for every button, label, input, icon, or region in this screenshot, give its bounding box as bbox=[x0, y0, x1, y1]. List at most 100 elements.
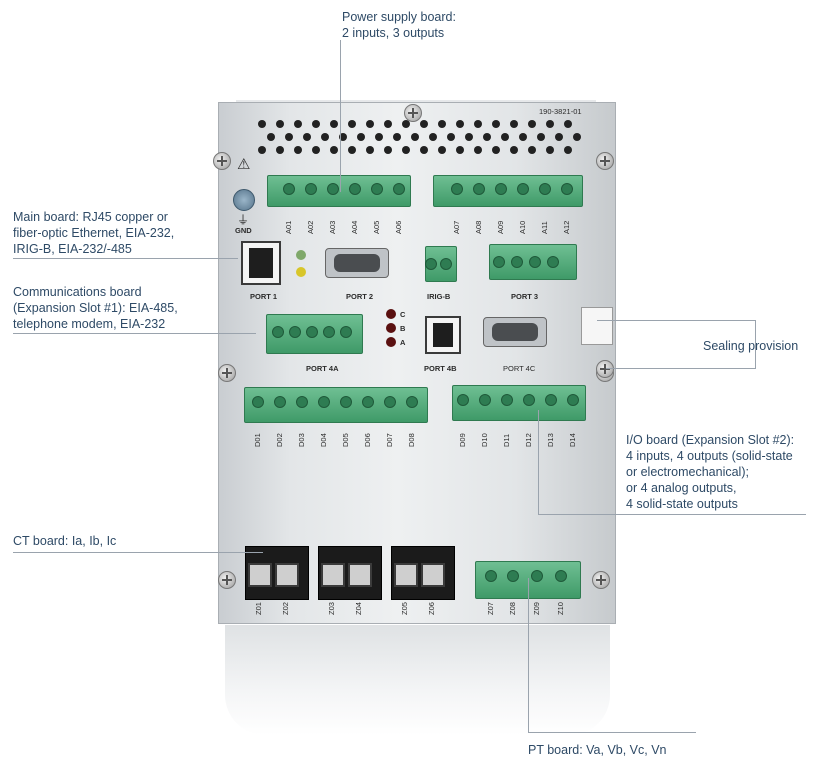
pt-terminal-screw[interactable] bbox=[507, 570, 519, 582]
port-terminal-screw[interactable] bbox=[425, 258, 437, 270]
vent-hole bbox=[546, 146, 554, 154]
io-terminal-screw[interactable] bbox=[318, 396, 330, 408]
vent-hole bbox=[537, 133, 545, 141]
io-terminal-screw[interactable] bbox=[523, 394, 535, 406]
io-terminal-screw[interactable] bbox=[501, 394, 513, 406]
pt-terminal-screw[interactable] bbox=[531, 570, 543, 582]
callout-main-board: Main board: RJ45 copper or fiber-optic E… bbox=[13, 210, 175, 256]
power-terminal-screw[interactable] bbox=[517, 183, 529, 195]
port4c-db9-connector[interactable] bbox=[483, 317, 547, 347]
power-terminal-screw[interactable] bbox=[561, 183, 573, 195]
status-led-yellow bbox=[296, 267, 306, 277]
ct-terminal-screw[interactable] bbox=[394, 563, 418, 587]
ct-terminal-label: Z02 bbox=[281, 602, 290, 615]
vent-hole bbox=[456, 120, 464, 128]
vent-hole bbox=[294, 120, 302, 128]
ct-terminal-screw[interactable] bbox=[421, 563, 445, 587]
ct-terminal-screw[interactable] bbox=[321, 563, 345, 587]
vent-hole bbox=[384, 146, 392, 154]
io-terminal-screw[interactable] bbox=[274, 396, 286, 408]
vent-hole bbox=[492, 120, 500, 128]
io-terminal-screw[interactable] bbox=[340, 396, 352, 408]
warning-icon: ⚠ bbox=[237, 156, 251, 173]
vent-hole bbox=[276, 146, 284, 154]
vent-hole bbox=[429, 133, 437, 141]
io-terminal-screw[interactable] bbox=[384, 396, 396, 408]
power-terminal-screw[interactable] bbox=[305, 183, 317, 195]
part-number: 190-3821-01 bbox=[539, 107, 582, 116]
port-terminal-screw[interactable] bbox=[306, 326, 318, 338]
vent-hole bbox=[519, 133, 527, 141]
io-terminal-screw[interactable] bbox=[406, 396, 418, 408]
vent-hole bbox=[276, 120, 284, 128]
io-terminal-label: D03 bbox=[297, 433, 306, 447]
power-terminal-label: A11 bbox=[540, 221, 549, 234]
vent-hole bbox=[312, 120, 320, 128]
vent-hole bbox=[375, 133, 383, 141]
power-terminal-screw[interactable] bbox=[393, 183, 405, 195]
io-terminal-block-right[interactable] bbox=[452, 385, 586, 421]
leader-line-pt-vert bbox=[528, 578, 529, 732]
vent-hole bbox=[510, 120, 518, 128]
power-terminal-screw[interactable] bbox=[495, 183, 507, 195]
io-terminal-screw[interactable] bbox=[457, 394, 469, 406]
port1-rj45-connector[interactable] bbox=[241, 241, 281, 285]
io-terminal-screw[interactable] bbox=[567, 394, 579, 406]
ct-terminal-screw[interactable] bbox=[248, 563, 272, 587]
io-terminal-screw[interactable] bbox=[362, 396, 374, 408]
comm-led-b bbox=[386, 323, 396, 333]
vent-hole bbox=[258, 120, 266, 128]
port-terminal-screw[interactable] bbox=[547, 256, 559, 268]
port-terminal-screw[interactable] bbox=[340, 326, 352, 338]
pt-terminal-screw[interactable] bbox=[485, 570, 497, 582]
port4b-rj11-connector[interactable] bbox=[425, 316, 461, 354]
vent-hole bbox=[402, 120, 410, 128]
callout-communications-board: Communications board (Expansion Slot #1)… bbox=[13, 285, 178, 331]
ct-terminal-screw[interactable] bbox=[348, 563, 372, 587]
port-terminal-screw[interactable] bbox=[289, 326, 301, 338]
comm-led-c-label: C bbox=[400, 310, 406, 319]
io-terminal-screw[interactable] bbox=[479, 394, 491, 406]
callout-io-board: I/O board (Expansion Slot #2): 4 inputs,… bbox=[626, 433, 795, 511]
power-terminal-screw[interactable] bbox=[473, 183, 485, 195]
io-terminal-screw[interactable] bbox=[545, 394, 557, 406]
port-terminal-screw[interactable] bbox=[323, 326, 335, 338]
io-terminal-screw[interactable] bbox=[252, 396, 264, 408]
power-terminal-screw[interactable] bbox=[327, 183, 339, 195]
vent-hole bbox=[303, 133, 311, 141]
screw-icon bbox=[404, 104, 422, 122]
power-terminal-screw[interactable] bbox=[451, 183, 463, 195]
power-terminal-screw[interactable] bbox=[371, 183, 383, 195]
io-terminal-screw[interactable] bbox=[296, 396, 308, 408]
port2-db9-connector[interactable] bbox=[325, 248, 389, 278]
callout-ct-board: CT board: Ia, Ib, Ic bbox=[13, 534, 117, 548]
vent-hole bbox=[483, 133, 491, 141]
port-terminal-screw[interactable] bbox=[529, 256, 541, 268]
vent-hole bbox=[501, 133, 509, 141]
vent-hole bbox=[447, 133, 455, 141]
pt-terminal-screw[interactable] bbox=[555, 570, 567, 582]
power-terminal-label: A03 bbox=[328, 220, 337, 234]
vent-hole bbox=[321, 133, 329, 141]
power-terminal-screw[interactable] bbox=[349, 183, 361, 195]
comm-led-a-label: A bbox=[400, 338, 406, 347]
io-terminal-label: D13 bbox=[546, 433, 555, 447]
io-terminal-block-left[interactable] bbox=[244, 387, 428, 423]
pt-terminal-label: Z10 bbox=[556, 602, 565, 615]
port-terminal-screw[interactable] bbox=[511, 256, 523, 268]
power-terminal-screw[interactable] bbox=[539, 183, 551, 195]
device-reflection bbox=[225, 625, 610, 735]
port-terminal-screw[interactable] bbox=[493, 256, 505, 268]
port-terminal-screw[interactable] bbox=[440, 258, 452, 270]
power-terminal-label: A10 bbox=[518, 220, 527, 234]
screw-icon bbox=[213, 152, 231, 170]
vent-hole bbox=[366, 146, 374, 154]
vent-hole bbox=[546, 120, 554, 128]
port-terminal-screw[interactable] bbox=[272, 326, 284, 338]
gnd-label: GND bbox=[235, 226, 252, 235]
power-terminal-screw[interactable] bbox=[283, 183, 295, 195]
leader-line-main bbox=[13, 258, 238, 259]
ct-terminal-screw[interactable] bbox=[275, 563, 299, 587]
port4a-label: PORT 4A bbox=[306, 364, 339, 373]
port4b-label: PORT 4B bbox=[424, 364, 457, 373]
